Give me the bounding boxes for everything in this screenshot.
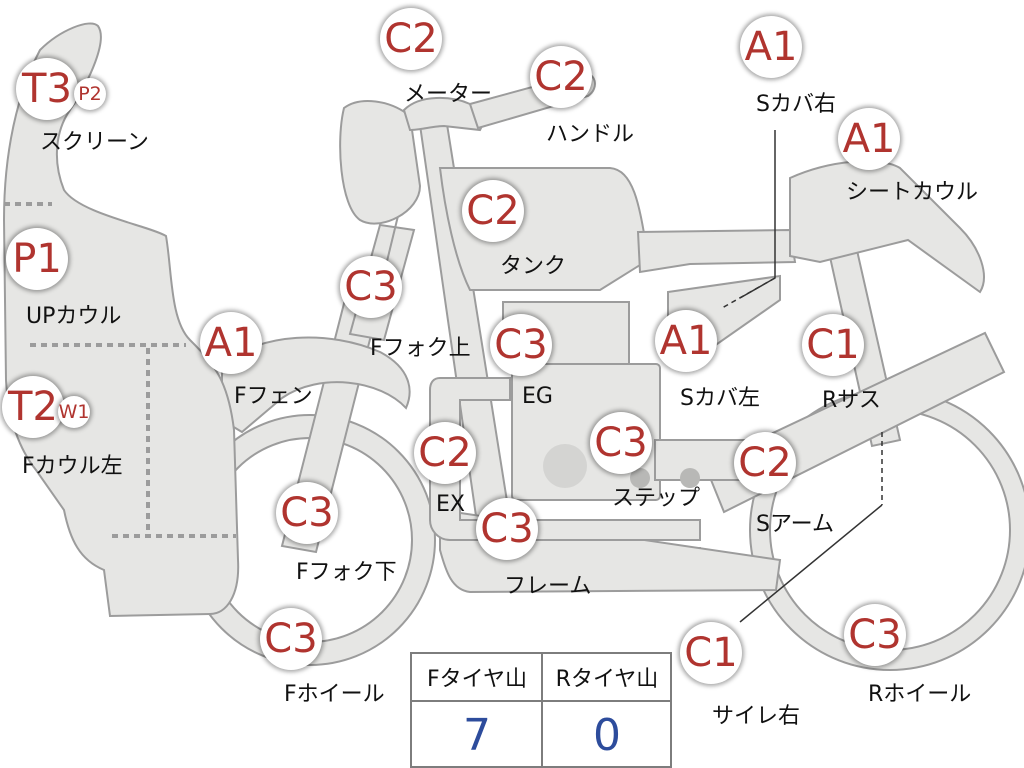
label-tank: タンク — [500, 254, 567, 279]
grade-badge-cowl-left-secondary: W1 — [58, 396, 90, 428]
rear-tire-value: 0 — [593, 709, 621, 761]
label-exhaust: EX — [436, 492, 465, 517]
grade-badge-handle: C2 — [530, 46, 592, 108]
label-silencer-right: サイレ右 — [712, 704, 801, 729]
label-fork-upper: Fフォク上 — [370, 336, 471, 361]
label-engine: EG — [522, 384, 553, 409]
grade-badge-up-cowl: P1 — [6, 228, 68, 290]
leader-side-cover-right — [739, 130, 776, 299]
grade-badge-side-cover-left: A1 — [655, 310, 717, 372]
grade-badge-cowl-left: T2 — [2, 376, 64, 438]
grade-badge-step: C3 — [590, 412, 652, 474]
front-fender-shape — [221, 336, 411, 434]
grade-badge-screen: T3 — [16, 58, 78, 120]
grade-badge-front-wheel: C3 — [260, 608, 322, 670]
meter-shape — [339, 100, 422, 225]
label-up-cowl: UPカウル — [26, 304, 122, 329]
label-front-fender: Fフェン — [234, 384, 313, 409]
tire-tread-table: Fタイヤ山 Rタイヤ山 7 0 — [410, 652, 672, 768]
label-frame: フレーム — [504, 574, 592, 599]
label-side-cover-left: Sカバ左 — [680, 386, 760, 411]
exhaust-shape — [429, 377, 701, 541]
label-seat-cowl: シートカウル — [846, 180, 979, 205]
label-front-wheel: Fホイール — [284, 682, 385, 707]
label-step: ステップ — [612, 486, 701, 511]
grade-badge-fork-lower: C3 — [276, 482, 338, 544]
grade-badge-rear-wheel: C3 — [844, 604, 906, 666]
grade-badge-seat-cowl: A1 — [838, 108, 900, 170]
grade-badge-silencer-right: C1 — [680, 622, 742, 684]
label-cowl-left: Fカウル左 — [22, 454, 123, 479]
label-screen: スクリーン — [40, 130, 149, 155]
seat-cowl-shape — [789, 160, 985, 294]
label-swing-arm: Sアーム — [756, 512, 834, 537]
front-tire-value: 7 — [463, 709, 491, 761]
label-fork-lower: Fフォク下 — [296, 560, 397, 585]
front-tire-header: Fタイヤ山 — [412, 654, 542, 702]
grade-badge-exhaust: C2 — [414, 422, 476, 484]
grade-badge-engine: C3 — [490, 314, 552, 376]
grade-badge-screen-secondary: P2 — [74, 78, 106, 110]
grade-badge-tank: C2 — [462, 180, 524, 242]
grade-badge-front-fender: A1 — [200, 312, 262, 374]
label-meter: メーター — [404, 82, 493, 107]
grade-badge-rear-suspension: C1 — [802, 314, 864, 376]
grade-badge-frame: C3 — [476, 498, 538, 560]
grade-badge-side-cover-right: A1 — [740, 16, 802, 78]
grade-badge-swing-arm: C2 — [734, 432, 796, 494]
label-handle: ハンドル — [546, 122, 635, 147]
grade-badge-fork-upper: C3 — [340, 256, 402, 318]
label-side-cover-right: Sカバ右 — [756, 92, 836, 117]
rear-tire-header: Rタイヤ山 — [542, 654, 672, 702]
leader-silencer — [739, 504, 883, 623]
grade-badge-meter: C2 — [380, 8, 442, 70]
label-rear-suspension: Rサス — [822, 388, 881, 413]
label-rear-wheel: Rホイール — [868, 682, 972, 707]
